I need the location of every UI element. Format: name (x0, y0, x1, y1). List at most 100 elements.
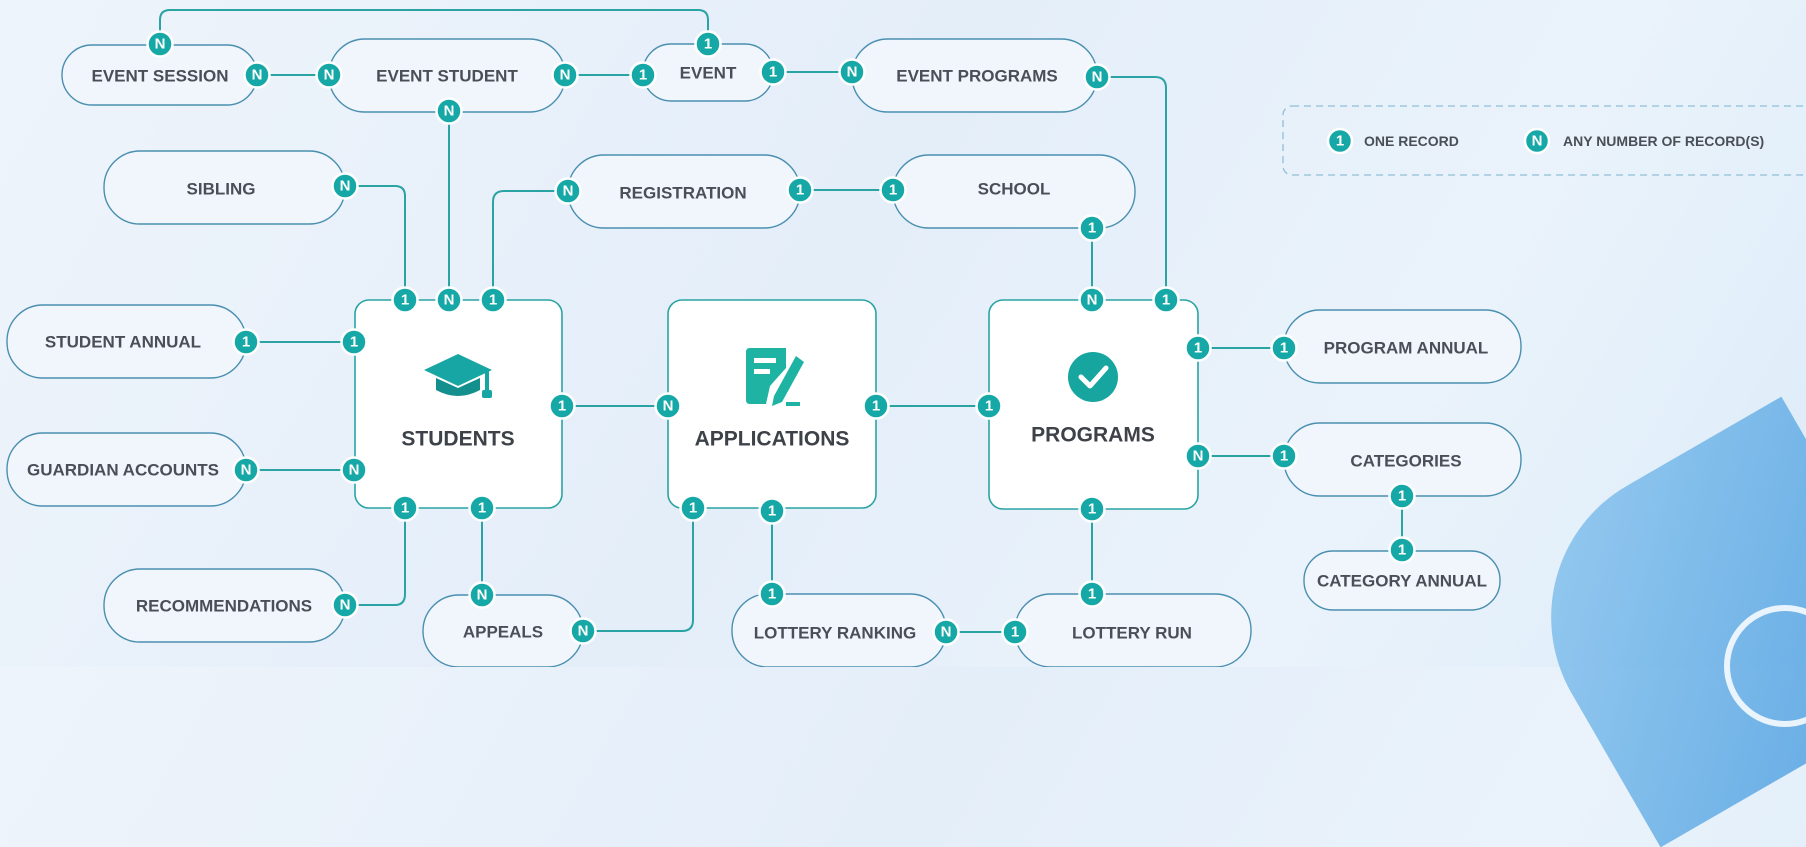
edit-document-icon (746, 348, 804, 406)
badge-label: 1 (639, 67, 647, 84)
hub-applications[interactable]: APPLICATIONS (667, 299, 877, 509)
legend-one-label: ONE RECORD (1364, 133, 1459, 149)
badge-one-category-annual-top: 1 (1388, 536, 1416, 564)
entity-event-student[interactable]: EVENT STUDENT (328, 38, 566, 113)
badge-one-event-right: 1 (759, 58, 787, 86)
badge-label: 1 (872, 398, 880, 415)
entity-category-annual[interactable]: CATEGORY ANNUAL (1303, 550, 1501, 611)
connector-registration-students (492, 190, 568, 300)
badge-label: N (560, 67, 571, 84)
badge-label: N (349, 462, 360, 479)
badge-one-applications-right: 1 (862, 392, 890, 420)
badge-many-applications-left: N (654, 392, 682, 420)
badge-one-lottery-ranking-top: 1 (758, 580, 786, 608)
svg-text:GUARDIAN ACCOUNTS: GUARDIAN ACCOUNTS (27, 461, 219, 480)
badge-many-lottery-ranking-right: N (932, 618, 960, 646)
svg-text:SIBLING: SIBLING (187, 180, 256, 199)
badge-label: N (1092, 69, 1103, 86)
badge-many-programs-top-left: N (1078, 286, 1106, 314)
svg-text:LOTTERY RUN: LOTTERY RUN (1072, 624, 1192, 643)
entity-lottery-ranking[interactable]: LOTTERY RANKING (731, 593, 947, 667)
connector-lines (159, 9, 1403, 633)
svg-text:1: 1 (1336, 133, 1344, 150)
badge-many-programs-right-lower: N (1184, 442, 1212, 470)
connector-event-programs-programs (1097, 76, 1167, 300)
connector-event-session-event (159, 9, 709, 44)
entity-school[interactable]: SCHOOL (892, 154, 1136, 229)
badge-label: 1 (489, 292, 497, 309)
badge-many-event-programs-right: N (1083, 63, 1111, 91)
badge-many-event-student-left: N (315, 61, 343, 89)
badge-label: N (1193, 448, 1204, 465)
badge-one-programs-top-right: 1 (1152, 286, 1180, 314)
badge-many-sibling-right: N (331, 172, 359, 200)
svg-text:PROGRAMS: PROGRAMS (1031, 424, 1155, 447)
legend: 1 ONE RECORD N ANY NUMBER OF RECORD(S) (1282, 105, 1806, 176)
badge-label: 1 (401, 292, 409, 309)
badge-label: 1 (985, 398, 993, 415)
badge-label: N (477, 587, 488, 604)
entity-guardian-accounts[interactable]: GUARDIAN ACCOUNTS (6, 432, 247, 507)
badge-label: 1 (350, 334, 358, 351)
svg-text:CATEGORY ANNUAL: CATEGORY ANNUAL (1317, 572, 1487, 591)
check-circle-icon (1068, 352, 1118, 402)
svg-text:APPLICATIONS: APPLICATIONS (695, 428, 850, 451)
connector-sibling-students (345, 185, 406, 300)
badge-one-students-bottom-left: 1 (391, 494, 419, 522)
badge-many-event-session-right: N (243, 61, 271, 89)
badge-label: 1 (401, 500, 409, 517)
badge-one-students-right: 1 (548, 392, 576, 420)
badge-one-students-left-upper: 1 (340, 328, 368, 356)
svg-text:APPEALS: APPEALS (463, 623, 543, 642)
badge-label: 1 (1011, 624, 1019, 641)
svg-text:SCHOOL: SCHOOL (978, 180, 1051, 199)
badge-one-applications-bottom-left: 1 (679, 494, 707, 522)
badge-one-programs-right-upper: 1 (1184, 334, 1212, 362)
entity-program-annual[interactable]: PROGRAM ANNUAL (1283, 309, 1522, 384)
badge-label: 1 (1398, 488, 1406, 505)
badge-many-recommendations-right: N (331, 591, 359, 619)
entity-event-programs[interactable]: EVENT PROGRAMS (851, 38, 1098, 113)
badge-many-appeals-top: N (468, 581, 496, 609)
svg-text:LOTTERY RANKING: LOTTERY RANKING (754, 624, 916, 643)
badge-one-students-top-right: 1 (479, 286, 507, 314)
entity-appeals[interactable]: APPEALS (422, 594, 584, 667)
svg-text:EVENT SESSION: EVENT SESSION (92, 67, 229, 86)
entity-lottery-run[interactable]: LOTTERY RUN (1014, 593, 1252, 667)
badge-label: N (444, 292, 455, 309)
badge-label: 1 (796, 182, 804, 199)
badge-one-event-top: 1 (694, 30, 722, 58)
badge-one-programs-left: 1 (975, 392, 1003, 420)
badge-many-event-student-bottom: N (435, 97, 463, 125)
badge-label: 1 (1088, 220, 1096, 237)
svg-text:EVENT PROGRAMS: EVENT PROGRAMS (896, 67, 1058, 86)
badge-label: N (444, 103, 455, 120)
entity-registration[interactable]: REGISTRATION (567, 154, 801, 229)
graduation-cap-icon (424, 354, 492, 398)
entity-event-session[interactable]: EVENT SESSION (61, 44, 258, 106)
badge-label: 1 (1194, 340, 1202, 357)
badge-one-registration-right: 1 (786, 176, 814, 204)
hub-students[interactable]: STUDENTS (354, 299, 563, 509)
badge-one-categories-left: 1 (1270, 442, 1298, 470)
badge-many-registration-left: N (554, 177, 582, 205)
entity-sibling[interactable]: SIBLING (103, 150, 346, 225)
badge-one-school-left: 1 (879, 176, 907, 204)
svg-text:N: N (1532, 133, 1543, 150)
entity-recommendations[interactable]: RECOMMENDATIONS (103, 568, 346, 643)
badge-many-event-programs-left: N (838, 58, 866, 86)
entity-categories[interactable]: CATEGORIES (1283, 422, 1522, 497)
badge-many-appeals-right: N (569, 617, 597, 645)
hub-programs[interactable]: PROGRAMS (988, 299, 1199, 510)
legend-many-label: ANY NUMBER OF RECORD(S) (1563, 133, 1764, 149)
badge-one-student-annual-right: 1 (232, 328, 260, 356)
entity-student-annual[interactable]: STUDENT ANNUAL (6, 304, 247, 379)
badge-one-students-bottom-right: 1 (468, 494, 496, 522)
badge-label: 1 (1088, 586, 1096, 603)
badge-many-event-session-top: N (146, 30, 174, 58)
badge-label: N (155, 36, 166, 53)
badge-label: 1 (889, 182, 897, 199)
badge-label: N (941, 624, 952, 641)
badge-label: 1 (768, 586, 776, 603)
badge-label: 1 (478, 500, 486, 517)
